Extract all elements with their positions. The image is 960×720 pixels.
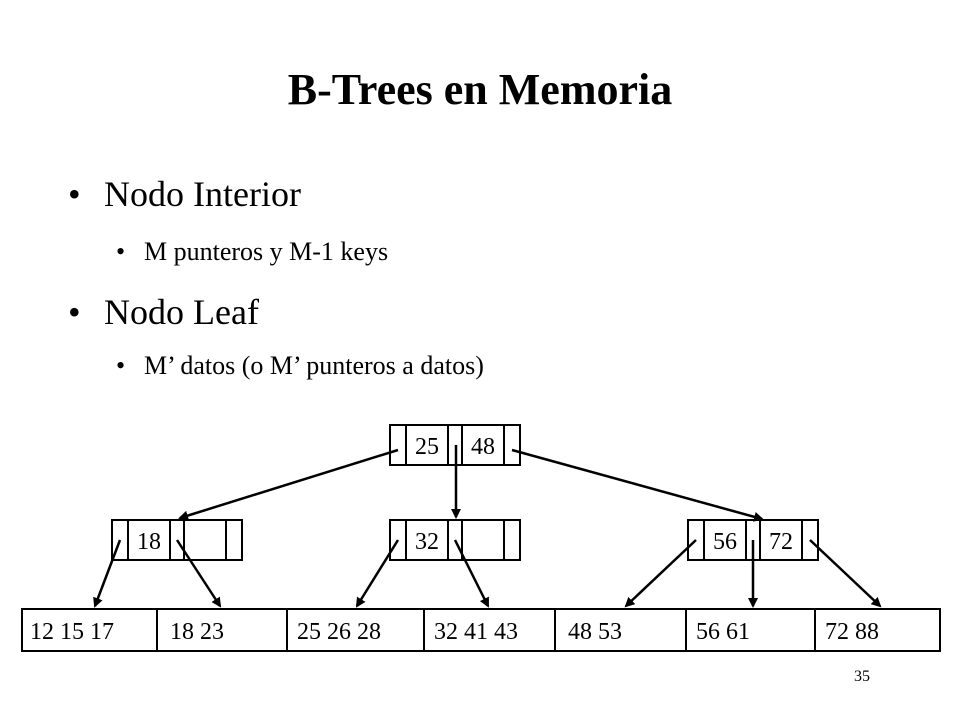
leaf-6: 56 61 xyxy=(696,619,750,645)
interior-node-1: 18 xyxy=(111,519,243,561)
bullet-text: Nodo Interior xyxy=(104,174,301,214)
arrow-interior-1-to-leaf-1 xyxy=(93,539,122,608)
interior-3-key-2: 72 xyxy=(769,529,793,555)
bullet-dot: • xyxy=(116,237,126,266)
bullet-dot: • xyxy=(68,292,81,332)
arrow-root-to-interior-1 xyxy=(178,448,399,521)
bullet-text: Nodo Leaf xyxy=(104,292,259,332)
sub-bullet-text: M punteros y M-1 keys xyxy=(144,237,389,266)
leaf-3: 25 26 28 xyxy=(297,619,381,645)
arrow-interior-2-to-leaf-4 xyxy=(453,539,490,608)
leaf-row-border xyxy=(21,608,941,652)
root-arrows xyxy=(178,445,764,522)
leaf-2: 18 23 xyxy=(170,619,224,645)
leaf-7: 72 88 xyxy=(825,619,879,645)
arrow-interior-2-to-leaf-3 xyxy=(355,539,400,608)
interior-1-key-1: 18 xyxy=(137,529,161,555)
root-key-1: 25 xyxy=(415,434,439,460)
bullet-dot: • xyxy=(68,174,81,214)
root-key-2: 48 xyxy=(471,434,495,460)
interior-2-key-1: 32 xyxy=(415,529,439,555)
page-number: 35 xyxy=(854,668,870,685)
interior-3-key-1: 56 xyxy=(713,529,737,555)
interior-node-2: 32 xyxy=(389,519,521,561)
leaf-4: 32 41 43 xyxy=(434,619,518,645)
leaf-1: 12 15 17 xyxy=(30,619,114,645)
slide-title: B-Trees en Memoria xyxy=(287,65,673,114)
arrow-root-to-interior-3 xyxy=(511,448,764,522)
arrow-interior-1-to-leaf-2 xyxy=(175,539,222,608)
leaf-5: 48 53 xyxy=(568,619,622,645)
leaf-row: 12 15 17 18 23 25 26 28 32 41 43 48 53 5… xyxy=(21,608,941,652)
arrow-interior-3-to-leaf-7 xyxy=(809,539,882,608)
bullet-dot: • xyxy=(116,351,126,380)
leaf-arrows xyxy=(93,539,882,608)
sub-bullet-text: M’ datos (o M’ punteros a datos) xyxy=(144,351,484,380)
arrow-interior-3-to-leaf-5 xyxy=(624,539,697,608)
